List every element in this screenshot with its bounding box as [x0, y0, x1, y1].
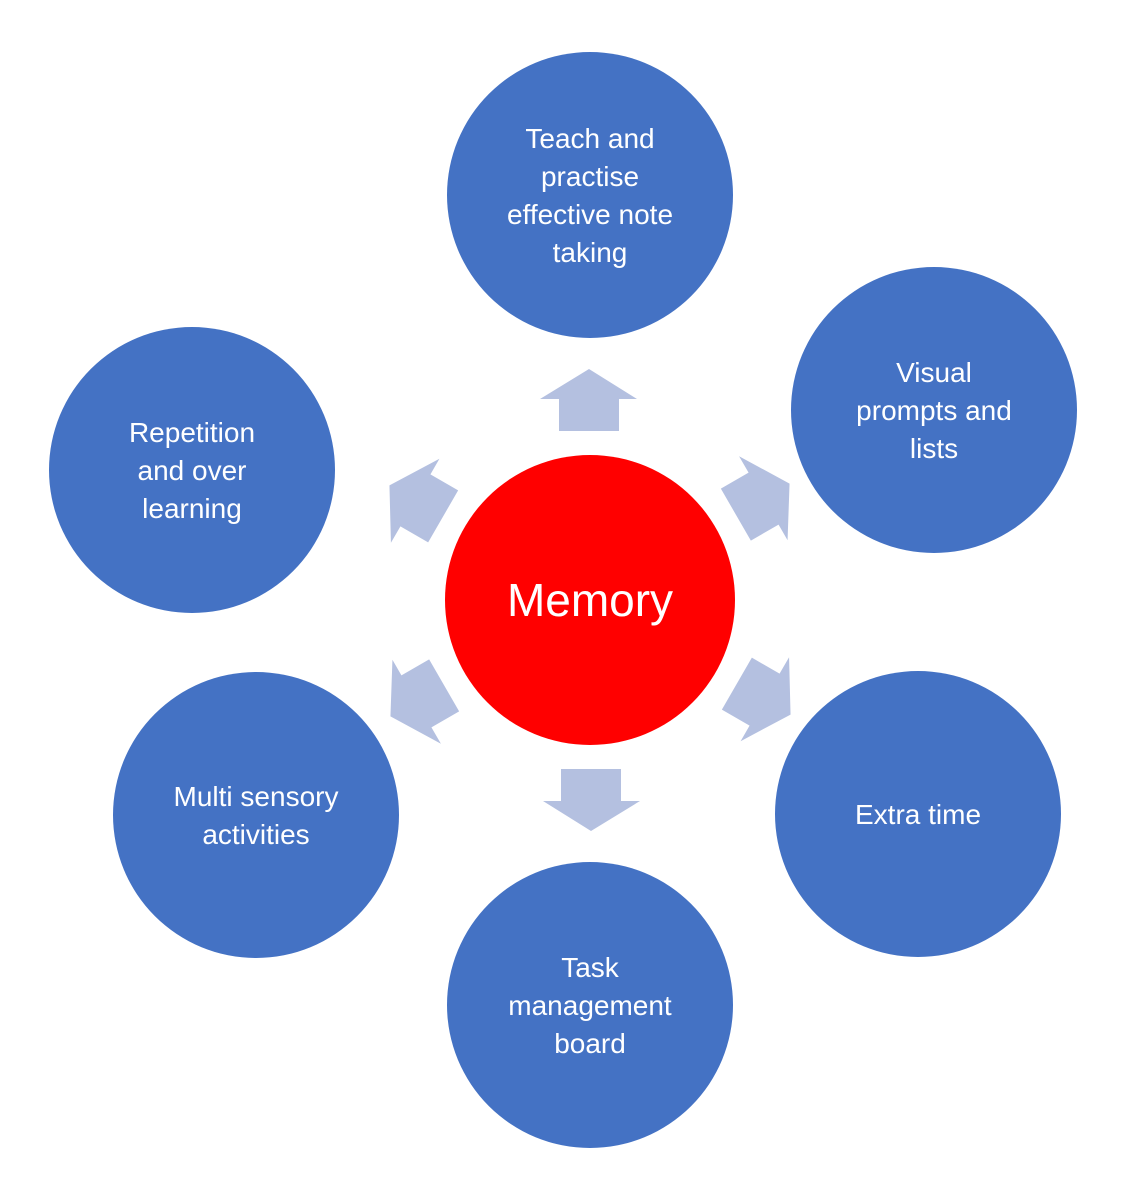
node-circle	[49, 327, 335, 613]
arrow-icon	[720, 456, 790, 541]
arrow-icon	[543, 769, 640, 831]
node-multi-sensory: Multi sensory activities	[113, 672, 399, 958]
node-label-line: Extra time	[855, 799, 981, 830]
arrow-icon	[540, 369, 637, 431]
node-label-line: taking	[553, 237, 628, 268]
node-label: Repetition and over learning	[129, 417, 255, 524]
node-label-line: lists	[910, 433, 958, 464]
node-circle	[447, 862, 733, 1148]
node-label-line: Task	[561, 952, 620, 983]
node-label-line: management	[508, 990, 672, 1021]
node-label: Extra time	[855, 799, 981, 830]
node-label: Task management board	[508, 952, 672, 1059]
node-circle	[775, 671, 1061, 957]
node-circle	[791, 267, 1077, 553]
node-circle	[447, 52, 733, 338]
node-label-line: board	[554, 1028, 626, 1059]
node-label: Multi sensory activities	[174, 781, 339, 850]
node-label-line: learning	[142, 493, 242, 524]
center-circle	[445, 455, 735, 745]
node-extra-time: Extra time	[775, 671, 1061, 957]
node-label: Teach and practise effective note taking	[507, 123, 673, 268]
node-note-taking: Teach and practise effective note taking	[447, 52, 733, 338]
node-label-line: prompts and	[856, 395, 1012, 426]
node-label-line: and over	[138, 455, 247, 486]
node-label-line: effective note	[507, 199, 673, 230]
node-label-line: practise	[541, 161, 639, 192]
arrow-icon	[390, 659, 460, 744]
node-repetition: Repetition and over learning	[49, 327, 335, 613]
arrow-icon	[389, 458, 459, 543]
center-label: Memory	[507, 574, 673, 626]
center-node: Memory	[445, 455, 735, 745]
node-label: Visual prompts and lists	[856, 357, 1012, 464]
node-visual-prompts: Visual prompts and lists	[791, 267, 1077, 553]
node-task-board: Task management board	[447, 862, 733, 1148]
arrow-icon	[721, 657, 791, 742]
node-circle	[113, 672, 399, 958]
node-label-line: Visual	[896, 357, 972, 388]
node-label-line: activities	[202, 819, 309, 850]
node-label-line: Repetition	[129, 417, 255, 448]
node-label-line: Teach and	[525, 123, 654, 154]
node-label-line: Multi sensory	[174, 781, 339, 812]
